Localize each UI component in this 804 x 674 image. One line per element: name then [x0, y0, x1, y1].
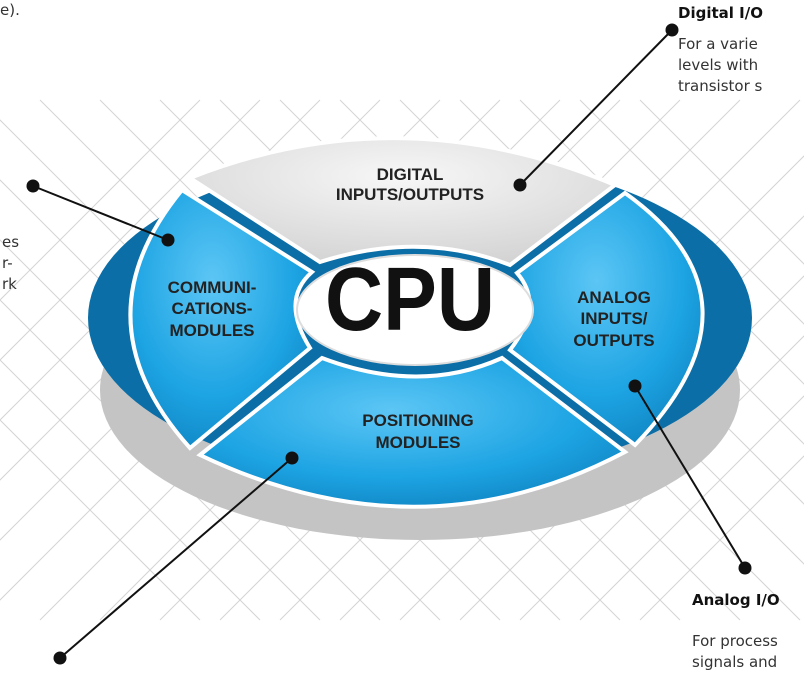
dot-analog-ring [628, 379, 642, 393]
left-fragment-1: es [2, 233, 20, 251]
grid-line [579, 99, 804, 325]
dot-positioning-end [53, 651, 67, 665]
positioning-label-line-1: POSITIONING [362, 411, 473, 430]
digital-io-heading: Digital I/O [678, 4, 763, 22]
leader-digital [519, 29, 673, 186]
analog-label-line-2: INPUTS/ [580, 309, 647, 328]
positioning-label-line-2: MODULES [376, 433, 461, 452]
digital-label-line-2: INPUTS/OUTPUTS [336, 185, 484, 204]
left-fragment-2: r- [2, 254, 13, 272]
dot-positioning-ring [285, 451, 299, 465]
analog-io-line-1: For process [692, 632, 778, 650]
analog-label-line-1: ANALOG [577, 288, 651, 307]
analog-io-line-2: signals and [692, 653, 778, 671]
grid-line [0, 99, 201, 301]
left-fragment-3: rk [2, 275, 17, 293]
grid-line [639, 99, 804, 265]
segment-digital-io [185, 136, 619, 268]
dot-analog-end [738, 561, 752, 575]
ring-segments [128, 136, 705, 509]
grid-line [0, 99, 261, 361]
segment-communications [128, 187, 316, 451]
digital-io-line-1: For a varie [678, 35, 758, 53]
comm-label-line-1: COMMUNI- [168, 278, 257, 297]
leader-analog [634, 385, 746, 569]
grid-line [0, 359, 261, 621]
grid-line [519, 335, 804, 621]
ring-center-hole [296, 254, 534, 366]
dot-digital-ring [513, 178, 527, 192]
leader-positioning [59, 457, 293, 659]
dot-comm-ring [161, 233, 175, 247]
digital-io-line-2: levels with [678, 56, 759, 74]
segment-labels: DIGITAL INPUTS/OUTPUTS COMMUNI- CATIONS-… [168, 165, 655, 452]
digital-label-line-1: DIGITAL [377, 165, 444, 184]
cpu-label: CPU [325, 250, 495, 350]
leader-lines [26, 23, 752, 665]
digital-io-line-3: transistor s [678, 77, 763, 95]
analog-label-line-3: OUTPUTS [573, 331, 654, 350]
comm-label-line-3: MODULES [170, 321, 255, 340]
segment-positioning [196, 355, 629, 509]
top-fragment: e). [0, 1, 20, 19]
dot-digital-end [665, 23, 679, 37]
dot-comm-end [26, 179, 40, 193]
leader-communications [32, 185, 169, 241]
analog-io-heading: Analog I/O [692, 591, 780, 609]
grid-line [639, 455, 804, 621]
comm-label-line-2: CATIONS- [172, 299, 253, 318]
grid-line [0, 419, 201, 621]
grid-line [579, 395, 804, 621]
